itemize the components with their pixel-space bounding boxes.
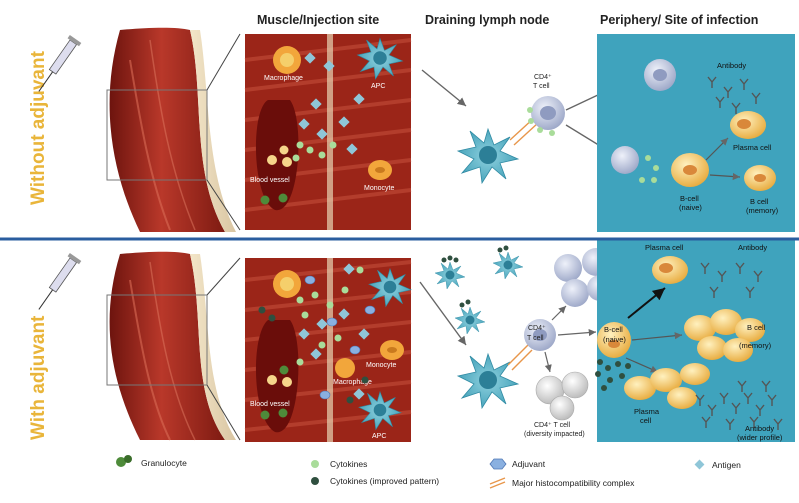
granulocytes-top: [260, 145, 292, 205]
apc-lymph-top: [457, 128, 519, 184]
muscle-top: [106, 27, 236, 233]
macrophage-bottom: [273, 270, 301, 298]
label-bcell-naive-top-1: B-cell: [680, 194, 699, 203]
label-cd4-diversity-1: CD4⁺ T cell: [534, 422, 571, 429]
label-antibody-bottom-top: Antibody: [738, 243, 767, 252]
apc-lymph-bottom-small-1: [434, 261, 466, 290]
label-macrophage-bottom: Macrophage: [333, 379, 372, 386]
tcell-periphery-top: [644, 59, 676, 91]
label-bcell-naive-top-2: (naive): [679, 203, 702, 212]
legend-adjuvant: Adjuvant: [512, 459, 546, 469]
bcell-memory-top: [744, 165, 776, 191]
bcell-naive-bottom: [597, 322, 631, 358]
cytokines-improved-periphery: [595, 359, 631, 391]
legend: Granulocyte Cytokines Cytokines (improve…: [116, 455, 741, 489]
tcell-diversity-cluster: [535, 371, 589, 421]
header-lymph: Draining lymph node: [425, 13, 549, 27]
label-apc-top: APC: [371, 83, 385, 90]
syringe-icon: [38, 253, 82, 310]
monocyte-bottom: [380, 340, 404, 360]
label-antibody-top: Antibody: [717, 61, 746, 70]
bcell-naive-top: [671, 153, 709, 187]
label-cd4-top-1: CD4⁺: [534, 74, 552, 81]
cytokine-clusters-lymph: [441, 245, 509, 308]
granulocytes-bottom: [260, 365, 292, 420]
label-bcell-naive-bottom-2: (naive): [603, 335, 626, 344]
label-blood-vessel-bottom: Blood vessel: [250, 401, 290, 408]
cytokines-top: [292, 141, 337, 162]
label-bcell-memory-bottom-1: B cell: [747, 323, 766, 332]
row-label-with-adjuvant: With adjuvant: [28, 315, 49, 440]
label-bcell-naive-bottom-1: B-cell: [604, 325, 623, 334]
cytokine-improved-legend-icon: [311, 477, 319, 485]
zoom-lines: [206, 33, 241, 441]
label-plasma-bottom-top: Plasma cell: [645, 243, 684, 252]
legend-cytokines-improved: Cytokines (improved pattern): [330, 476, 439, 486]
label-cd4-top-2: T cell: [533, 83, 550, 90]
label-monocyte-top: Monocyte: [364, 185, 394, 192]
tcell-bottom: [524, 319, 556, 351]
plasma-cell-cluster-bottom: [624, 363, 710, 409]
label-blood-vessel-top: Blood vessel: [250, 177, 290, 184]
label-macrophage-top: Macrophage: [264, 75, 303, 82]
apc-lymph-bottom-small-2: [492, 251, 524, 280]
label-bcell-memory-top-2: (memory): [746, 206, 779, 215]
macrophage-top: [273, 46, 301, 74]
header-periphery: Periphery/ Site of infection: [600, 13, 758, 27]
label-apc-bottom: APC: [372, 433, 386, 440]
antigens-bottom: [298, 263, 370, 400]
header-muscle: Muscle/Injection site: [257, 13, 379, 27]
cytokines-improved-bottom: [258, 306, 369, 404]
apc-lymph-bottom-small-3: [454, 306, 486, 335]
monocyte-top: [368, 160, 392, 180]
label-cd4-bottom-2: T cell: [527, 335, 544, 342]
tcell-periphery-top-2: [611, 146, 639, 174]
row-label-without-adjuvant: Without adjuvant: [28, 50, 49, 205]
macrophage-bottom-2: [335, 358, 355, 378]
apc-lymph-bottom-main: [457, 353, 519, 409]
legend-cytokines: Cytokines: [330, 459, 367, 469]
adjuvant-legend-icon: [489, 458, 507, 470]
adjuvants-bottom: [304, 275, 376, 400]
mhc-bottom: [507, 344, 533, 371]
tcell-top-cytokines: [527, 107, 555, 136]
tcell-top: [531, 96, 565, 130]
label-plasma-top: Plasma cell: [733, 143, 772, 152]
muscle-bottom: [106, 251, 236, 441]
antigen-legend-icon: [694, 459, 705, 470]
label-cd4-bottom-1: CD4⁺: [528, 325, 546, 332]
legend-mhc: Major histocompatibility complex: [512, 478, 635, 488]
mhc-legend-icon: [489, 477, 506, 489]
label-monocyte-bottom: Monocyte: [366, 362, 396, 369]
granulocyte-legend-icon: [116, 455, 132, 467]
label-plasma-bottom-1: Plasma: [634, 407, 660, 416]
cytokine-legend-icon: [311, 460, 319, 468]
plasma-cell-top: [730, 111, 766, 139]
label-cd4-diversity-2: (diversity impacted): [524, 431, 585, 438]
label-antibody-bottom-wide-2: (wider profile): [737, 433, 783, 442]
label-bcell-memory-bottom-2: (memory): [739, 341, 772, 350]
bcell-memory-cluster: [684, 309, 765, 362]
cytokines-periphery-top: [639, 155, 659, 183]
legend-antigen: Antigen: [712, 460, 741, 470]
label-bcell-memory-top-1: B cell: [750, 197, 769, 206]
cytokines-bottom: [296, 266, 364, 366]
legend-granulocyte: Granulocyte: [141, 458, 187, 468]
label-antibody-bottom-wide-1: Antibody: [745, 424, 774, 433]
label-plasma-bottom-2: cell: [640, 416, 652, 425]
plasma-cell-bottom-top: [652, 256, 688, 284]
syringe-icon: [38, 35, 82, 92]
